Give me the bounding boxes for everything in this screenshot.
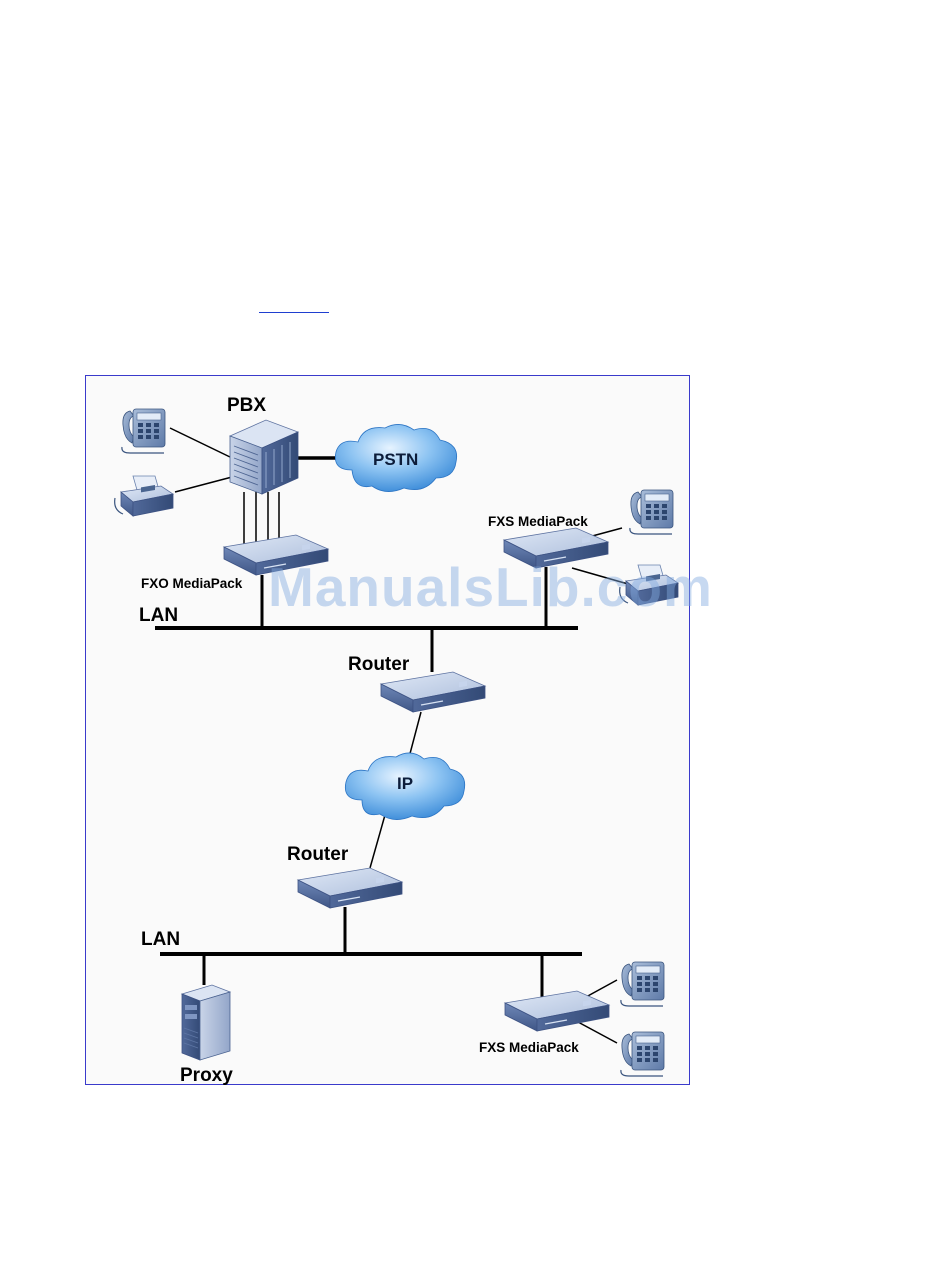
proxy-label: Proxy xyxy=(180,1065,233,1086)
router-bottom-label: Router xyxy=(287,844,349,865)
link-fxs-phone-bottom2 xyxy=(578,1022,617,1043)
router-top-label: Router xyxy=(348,654,410,675)
fax-machine-icon xyxy=(115,476,173,516)
desk-phone-icon xyxy=(122,409,165,453)
fxs-mediapack-bottom-label: FXS MediaPack xyxy=(479,1040,579,1055)
link-fax-pbx xyxy=(175,477,232,492)
pbx-label: PBX xyxy=(227,395,266,416)
fxs-mediapack-top-label: FXS MediaPack xyxy=(488,514,588,529)
router-bottom-icon xyxy=(298,868,402,908)
lan-bottom-label: LAN xyxy=(141,929,180,950)
desk-phone-icon xyxy=(621,962,664,1006)
link-phone-pbx xyxy=(170,428,230,457)
ip-label: IP xyxy=(397,774,413,793)
desk-phone-icon xyxy=(630,490,673,534)
watermark-text: ManualsLib.com xyxy=(268,555,713,619)
pbx-tower-icon xyxy=(230,420,298,494)
router-top-icon xyxy=(381,672,485,712)
pstn-label: PSTN xyxy=(373,450,418,469)
lan-top-label: LAN xyxy=(139,605,178,626)
fxs-mediapack-bottom-icon xyxy=(505,991,609,1031)
fxo-mediapack-label: FXO MediaPack xyxy=(141,576,243,591)
proxy-server-icon xyxy=(182,985,230,1060)
desk-phone-icon xyxy=(621,1032,664,1076)
link-ip-router-bottom xyxy=(370,815,385,868)
